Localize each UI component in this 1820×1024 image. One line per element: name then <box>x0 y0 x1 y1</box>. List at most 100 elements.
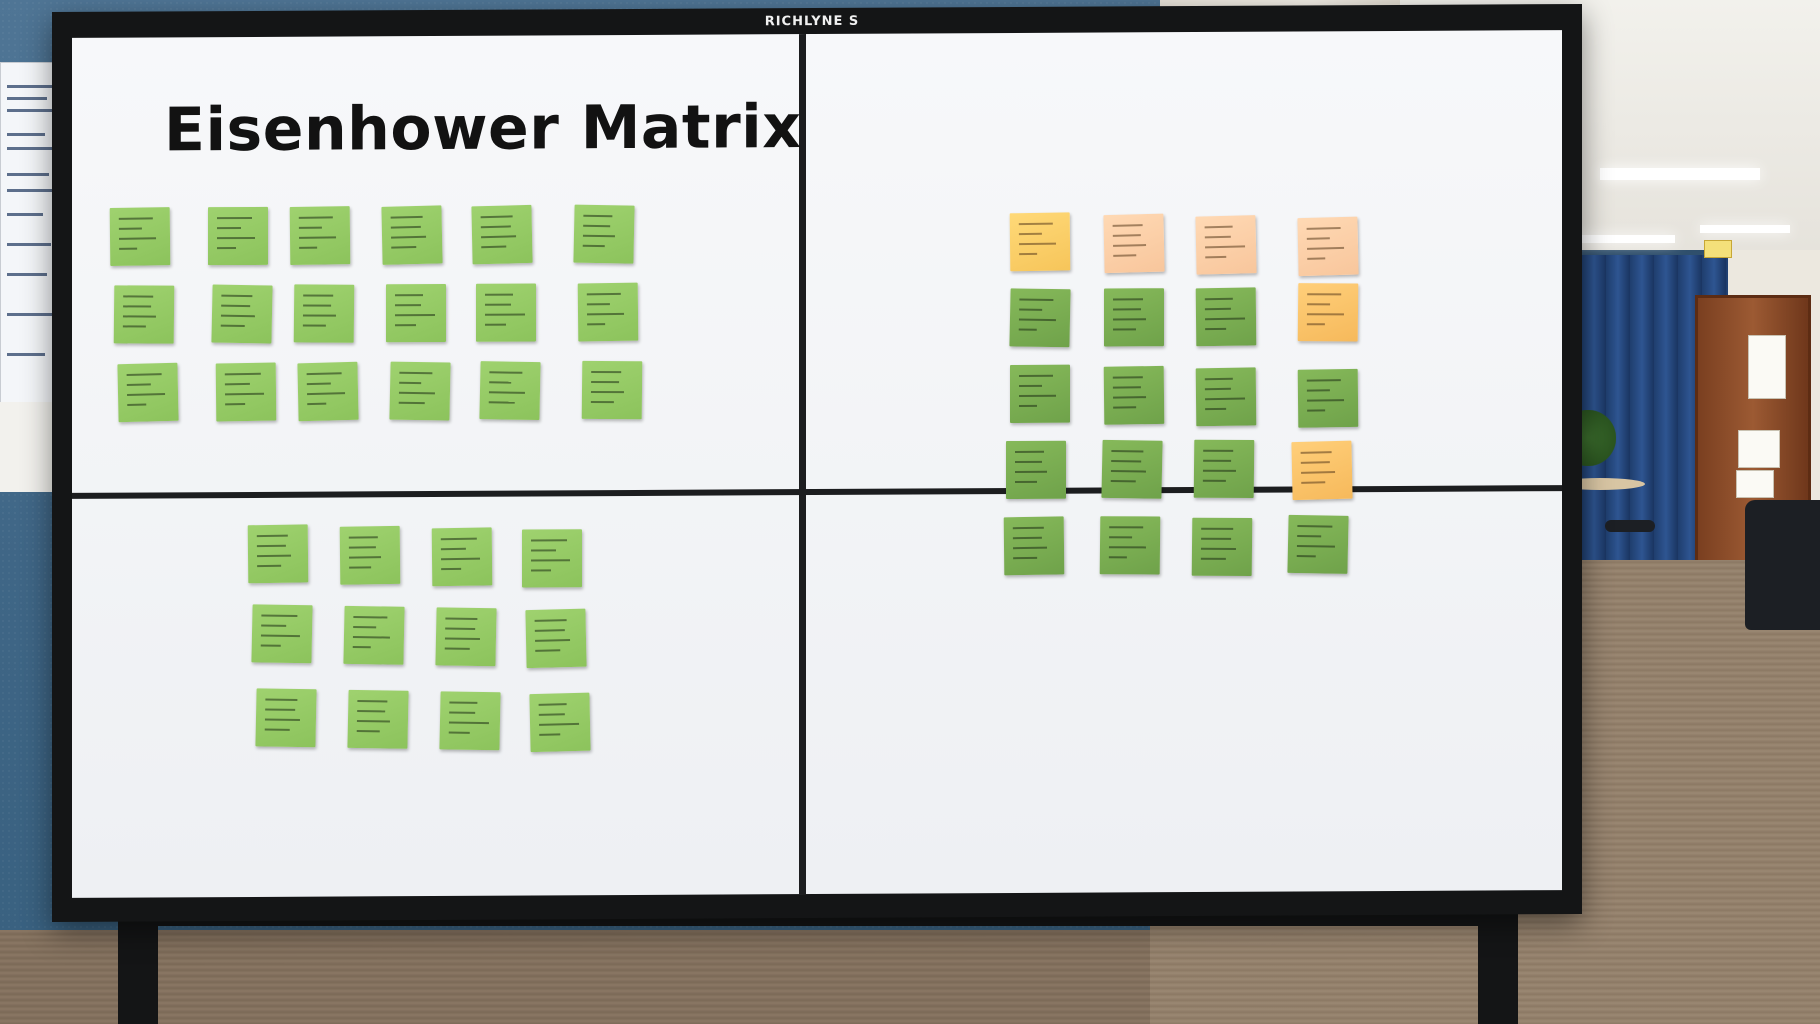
note-scribble <box>217 227 241 230</box>
note-scribble <box>480 225 511 229</box>
note-scribble <box>1110 470 1146 473</box>
note-scribble <box>353 625 377 629</box>
note-scribble <box>1113 254 1137 257</box>
sticky-note-schedule <box>1103 365 1165 425</box>
note-scribble <box>1306 389 1330 392</box>
note-scribble <box>399 381 422 385</box>
note-scribble <box>1012 526 1044 530</box>
board-title: Eisenhower Matrix <box>164 92 802 166</box>
sticky-note-eliminate <box>1291 440 1353 501</box>
board-brand-label: RICHLYNE S <box>764 13 860 29</box>
sticky-note-delegate <box>255 688 317 748</box>
note-scribble <box>1113 328 1136 331</box>
note-scribble <box>488 391 525 394</box>
note-scribble <box>1204 235 1231 239</box>
note-scribble <box>586 292 621 296</box>
note-scribble <box>1019 252 1038 256</box>
note-scribble <box>582 234 615 238</box>
notice-line <box>7 85 53 88</box>
chair <box>1745 500 1820 630</box>
sticky-note-eliminate <box>1191 517 1253 577</box>
note-scribble <box>1111 450 1144 453</box>
note-scribble <box>356 719 390 723</box>
note-scribble <box>1109 526 1144 529</box>
note-scribble <box>591 370 622 374</box>
sticky-note-do-first <box>389 361 451 421</box>
sticky-note-do-first <box>113 285 175 344</box>
note-scribble <box>306 382 331 386</box>
note-scribble <box>1110 480 1136 483</box>
whiteboard-frame: RICHLYNE S Eisenhower Matrix <box>52 3 1582 923</box>
note-scribble <box>1307 246 1345 250</box>
note-scribble <box>534 619 567 622</box>
note-scribble <box>485 323 506 326</box>
note-scribble <box>1112 376 1143 379</box>
note-scribble <box>399 371 433 375</box>
sticky-note-eliminate <box>1006 440 1066 500</box>
ceiling-light <box>1565 235 1675 243</box>
note-scribble <box>1013 556 1038 560</box>
note-scribble <box>1201 527 1234 530</box>
note-scribble <box>1203 459 1232 462</box>
note-scribble <box>531 559 570 562</box>
note-scribble <box>398 401 425 405</box>
note-scribble <box>1297 535 1322 538</box>
note-scribble <box>1200 547 1236 550</box>
note-scribble <box>1019 394 1056 397</box>
note-scribble <box>583 214 613 218</box>
note-scribble <box>1019 298 1054 302</box>
note-scribble <box>590 400 614 404</box>
note-scribble <box>118 217 153 220</box>
chair <box>1605 520 1655 532</box>
note-scribble <box>303 304 332 307</box>
sticky-note-do-first <box>381 205 443 265</box>
door-notice <box>1736 470 1774 498</box>
note-scribble <box>440 537 477 541</box>
note-scribble <box>390 225 421 229</box>
note-scribble <box>1306 313 1344 316</box>
note-scribble <box>126 373 162 377</box>
notice-line <box>7 189 55 192</box>
note-scribble <box>349 566 372 569</box>
note-scribble <box>1301 481 1326 484</box>
note-scribble <box>395 304 421 307</box>
note-scribble <box>257 554 292 558</box>
note-scribble <box>591 380 620 384</box>
note-scribble <box>538 713 565 716</box>
note-scribble <box>1200 557 1226 560</box>
note-scribble <box>481 245 507 249</box>
note-scribble <box>303 294 334 297</box>
note-scribble <box>1201 537 1232 540</box>
note-scribble <box>481 235 517 239</box>
note-scribble <box>1306 237 1330 240</box>
note-scribble <box>1113 244 1147 247</box>
note-scribble <box>260 634 300 638</box>
note-scribble <box>265 698 298 701</box>
note-scribble <box>531 549 556 552</box>
note-scribble <box>488 401 515 404</box>
note-scribble <box>1300 451 1332 454</box>
note-scribble <box>1018 232 1042 236</box>
note-scribble <box>1018 222 1053 226</box>
note-scribble <box>1307 409 1326 412</box>
note-scribble <box>539 733 561 736</box>
note-scribble <box>260 644 281 647</box>
sticky-note-delegate <box>435 607 497 667</box>
sticky-note-do-first <box>211 284 273 344</box>
note-scribble <box>348 536 378 539</box>
note-scribble <box>1015 460 1042 463</box>
notice-line <box>7 147 53 150</box>
note-scribble <box>264 728 290 731</box>
note-scribble <box>1112 386 1141 389</box>
note-scribble <box>224 372 261 376</box>
notice-line <box>7 133 45 136</box>
sticky-note-do-first <box>577 282 639 342</box>
note-scribble <box>1113 298 1143 301</box>
door-notice <box>1748 335 1786 399</box>
notice-line <box>7 97 47 100</box>
note-scribble <box>1113 396 1147 399</box>
note-scribble <box>1204 307 1231 311</box>
note-scribble <box>1015 450 1044 453</box>
sticky-note-eliminate <box>1193 439 1255 499</box>
note-scribble <box>1019 404 1037 407</box>
